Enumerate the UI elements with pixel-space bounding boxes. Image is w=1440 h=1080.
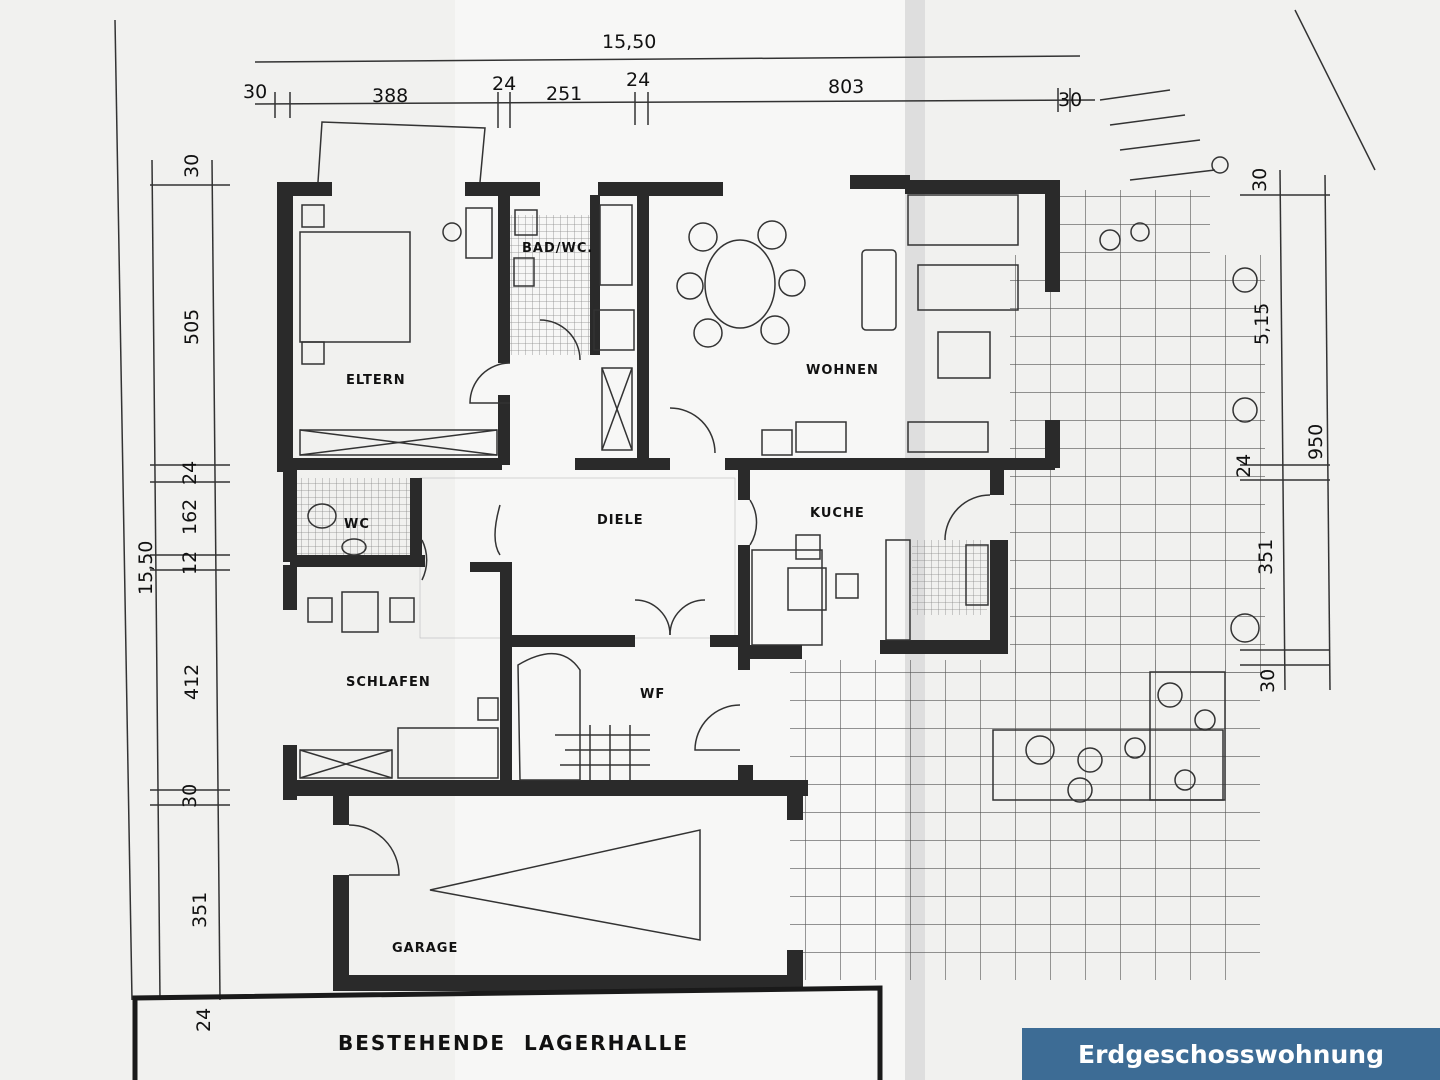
room-wohnen: WOHNEN: [806, 363, 879, 378]
kitchen-tiles: [912, 540, 987, 615]
dim-total-width: 15,50: [602, 31, 656, 53]
dim-left-351: 351: [189, 892, 211, 928]
dim-right-24: 24: [1233, 454, 1255, 478]
furniture: [299, 121, 1019, 941]
dim-right-30-bottom: 30: [1257, 669, 1279, 693]
dim-left-24: 24: [179, 461, 201, 485]
dim-left-total: 15,50: [135, 541, 157, 595]
dim-left-412: 412: [181, 664, 203, 700]
dim-right-515: 5,15: [1251, 303, 1273, 345]
dimension-lines: [114, 9, 1376, 1001]
dim-251: 251: [546, 83, 582, 105]
dim-left-24-bottom: 24: [193, 1008, 215, 1032]
caption-badge: Erdgeschosswohnung: [1022, 1028, 1440, 1080]
existing-warehouse: BESTEHENDE LAGERHALLE: [132, 985, 883, 1080]
dim-left-30-bottom: 30: [179, 784, 201, 808]
dim-left-162: 162: [179, 499, 201, 535]
bath-tiles: [510, 215, 590, 355]
dim-24-a: 24: [492, 73, 516, 95]
room-eltern: ELTERN: [346, 373, 406, 388]
dim-right-30-top: 30: [1249, 168, 1271, 192]
walls: [277, 175, 1060, 991]
dim-right-351: 351: [1255, 539, 1277, 575]
dim-803: 803: [828, 76, 864, 98]
dim-30-left: 30: [243, 81, 267, 103]
room-wc: WC: [344, 517, 370, 532]
dim-388: 388: [372, 85, 408, 107]
room-lagerhalle: BESTEHENDE LAGERHALLE: [338, 1031, 689, 1055]
room-bad-wc: BAD/WC.: [522, 241, 593, 256]
room-kuche: KUCHE: [810, 506, 865, 521]
room-diele: DIELE: [597, 513, 644, 528]
wc-tiles: [295, 478, 410, 558]
dim-right-950: 950: [1305, 424, 1327, 460]
dim-24-b: 24: [626, 69, 650, 91]
room-wf: WF: [640, 687, 665, 702]
dim-left-12: 12: [179, 551, 201, 575]
garden-planting: [992, 89, 1260, 803]
room-labels: ELTERN BAD/WC. WOHNEN WC DIELE KUCHE SCH…: [344, 241, 879, 956]
room-schlafen: SCHLAFEN: [346, 675, 431, 690]
dim-left-30-top: 30: [181, 154, 203, 178]
dim-30-right: 30: [1058, 89, 1082, 111]
dimension-labels: 15,50 30 388 24 251 24 803 30 15,50 30 5…: [135, 31, 1327, 1032]
room-garage: GARAGE: [392, 941, 458, 956]
dim-left-505: 505: [181, 309, 203, 345]
